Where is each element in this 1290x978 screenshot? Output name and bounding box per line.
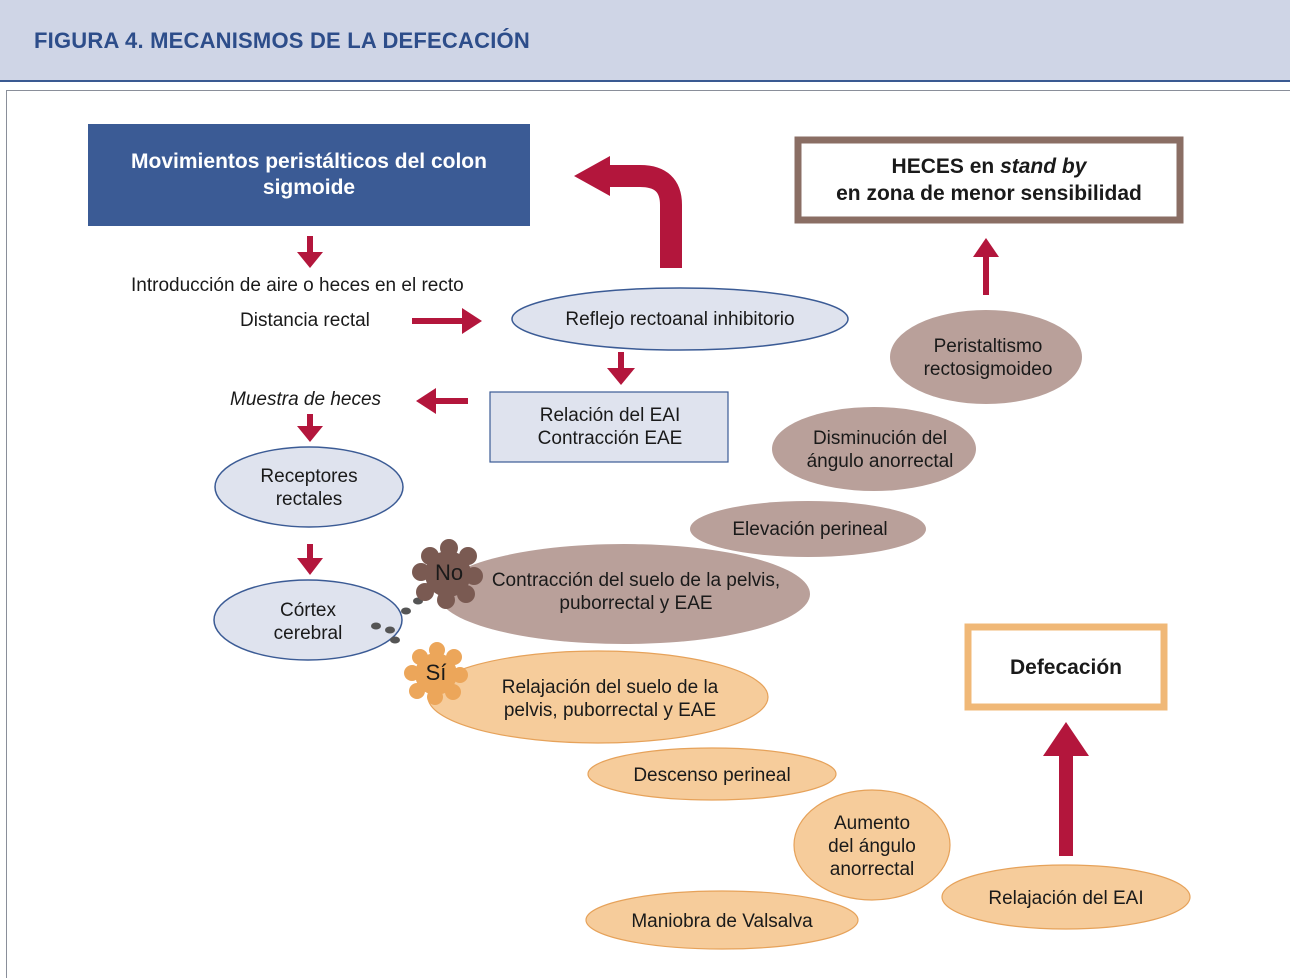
angle-increase-label: Aumento del ángulo anorrectal <box>828 812 916 880</box>
receptors-ellipse <box>214 446 404 528</box>
eai-relaxation-ellipse <box>941 864 1191 930</box>
arrow-up-heces <box>973 238 999 295</box>
arrow-right-distance <box>412 308 482 334</box>
no-badge-label: No <box>434 560 464 585</box>
cortex-label: Córtex cerebral <box>273 600 343 644</box>
eai-relation-label: Relación del EAI Contracción EAE <box>537 405 683 449</box>
eai-relation-box <box>489 391 729 463</box>
rectal-distance-label: Distancia rectal <box>240 310 370 331</box>
yes-badge-shape <box>404 642 468 705</box>
rectosigmoid-ellipse <box>890 310 1082 404</box>
heces-standby-label: HECES en stand by en zona de menor sensi… <box>804 146 1174 214</box>
reflex-label: Reflejo rectoanal inhibitorio <box>565 308 795 330</box>
arrow-left-sample <box>416 388 468 414</box>
angle-increase-ellipse <box>793 789 951 901</box>
diagram-frame <box>6 90 1290 978</box>
perineal-elevation-label: Elevación perineal <box>732 518 888 540</box>
arrow-down-receptors <box>297 544 323 575</box>
no-badge-shape <box>412 539 483 609</box>
receptors-label: Receptores rectales <box>260 466 358 510</box>
figure-header: FIGURA 4. MECANISMOS DE LA DEFECACIÓN <box>0 0 1290 82</box>
defecation-box <box>964 623 1168 711</box>
return-arrow-shaft <box>606 165 682 268</box>
valsalva-ellipse <box>585 890 859 950</box>
peristaltic-box <box>88 124 530 226</box>
eai-relaxation-label: Relajación del EAI <box>988 887 1144 909</box>
heces-standby-line1: HECES en stand by <box>891 155 1087 178</box>
arrow-up-defecation <box>1043 722 1089 856</box>
angle-decrease-label: Disminución del ángulo anorrectal <box>806 428 954 472</box>
pelvic-contraction-label: Contracción del suelo de la pelvis, pubo… <box>491 570 781 614</box>
arrow-down-sample <box>297 414 323 442</box>
valsalva-label: Maniobra de Valsalva <box>631 910 813 932</box>
return-arrow-head <box>574 156 610 196</box>
rectosigmoid-label: Peristaltismo rectosigmoideo <box>923 336 1053 380</box>
heces-standby-box <box>794 136 1184 224</box>
angle-decrease-ellipse <box>772 407 976 491</box>
yes-badge-label: Sí <box>425 660 447 685</box>
perineal-descent-ellipse <box>587 747 837 801</box>
perineal-elevation-ellipse <box>690 501 926 557</box>
cortex-ellipse <box>213 579 403 661</box>
pelvic-relaxation-label: Relajación del suelo de la pelvis, pubor… <box>501 677 719 721</box>
arrow-down-reflex <box>607 352 635 385</box>
reflex-ellipse <box>511 287 849 351</box>
thought-dots <box>371 597 423 644</box>
air-intro-label: Introducción de aire o heces en el recto <box>131 275 464 296</box>
stool-sample-label: Muestra de heces <box>230 389 382 410</box>
pelvic-contraction-ellipse <box>438 544 810 644</box>
defecation-label: Defecación <box>1009 655 1123 679</box>
arrow-down-1 <box>297 236 323 268</box>
figure-title: FIGURA 4. MECANISMOS DE LA DEFECACIÓN <box>34 28 530 53</box>
heces-standby-line2: en zona de menor sensibilidad <box>836 182 1142 205</box>
peristaltic-label: Movimientos peristálticos del colon sigm… <box>131 150 487 199</box>
perineal-descent-label: Descenso perineal <box>633 764 791 786</box>
